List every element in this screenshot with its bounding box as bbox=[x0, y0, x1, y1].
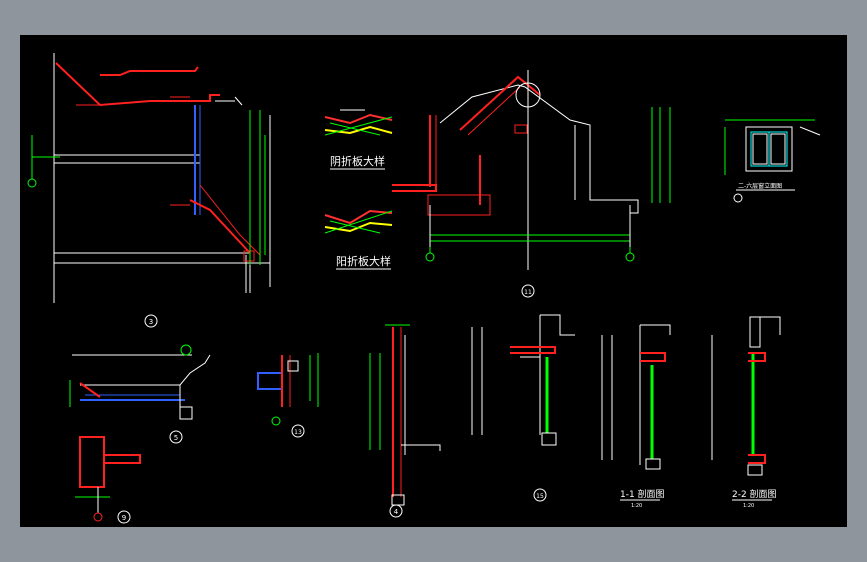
detail-13-marker-number: 13 bbox=[294, 429, 302, 436]
detail-11-marker-number: 11 bbox=[524, 289, 532, 296]
grid-marker-right bbox=[625, 252, 635, 262]
section-2-2-scale: 1:20 bbox=[743, 503, 754, 509]
window-elevation bbox=[724, 119, 821, 175]
detail-5-marker-number: 5 bbox=[174, 434, 178, 442]
section-2-2-title: 2-2 剖面图 bbox=[732, 488, 777, 500]
detail-15-marker-number: 15 bbox=[536, 493, 544, 500]
detail-3-marker-number: 3 bbox=[149, 318, 153, 326]
detail-11-marker bbox=[521, 284, 535, 298]
window-marker bbox=[733, 193, 743, 203]
detail-9-marker-number: 9 bbox=[122, 514, 126, 522]
section-1-1-scale: 1:20 bbox=[631, 503, 642, 509]
drawing-sheet[interactable]: 3 11 bbox=[20, 35, 847, 527]
detail-13-grid-marker bbox=[271, 416, 281, 426]
yin-fold-caption: 阴折板大样 bbox=[330, 154, 385, 168]
detail-9-section bbox=[75, 436, 141, 513]
yin-fold-detail bbox=[324, 109, 393, 136]
detail-9-marker bbox=[117, 510, 131, 524]
gable-section bbox=[392, 70, 671, 270]
yang-fold-caption: 阳折板大样 bbox=[336, 254, 391, 268]
grid-marker-left bbox=[425, 252, 435, 262]
detail-5-section bbox=[69, 354, 211, 420]
window-elevation-caption: 二-六层窗立面图 bbox=[738, 182, 782, 190]
detail-15-section bbox=[471, 314, 575, 446]
detail-15-marker bbox=[533, 488, 547, 502]
section-1-1 bbox=[601, 324, 671, 470]
detail-4-marker-number: 4 bbox=[394, 508, 399, 516]
detail-3-section bbox=[27, 53, 271, 303]
detail-13-marker bbox=[291, 424, 305, 438]
detail-4-marker bbox=[389, 504, 403, 518]
section-1-1-title: 1-1 剖面图 bbox=[620, 488, 665, 500]
cad-drawing: 3 11 bbox=[27, 53, 821, 524]
detail-13-section bbox=[257, 353, 319, 407]
detail-5-grid-marker bbox=[180, 344, 192, 356]
detail-5-marker bbox=[169, 430, 183, 444]
detail-4-section bbox=[369, 324, 441, 506]
detail-9-grid-marker bbox=[93, 512, 103, 522]
section-2-2 bbox=[711, 316, 781, 476]
detail-3-marker bbox=[144, 314, 158, 328]
yang-fold-detail bbox=[324, 209, 393, 234]
